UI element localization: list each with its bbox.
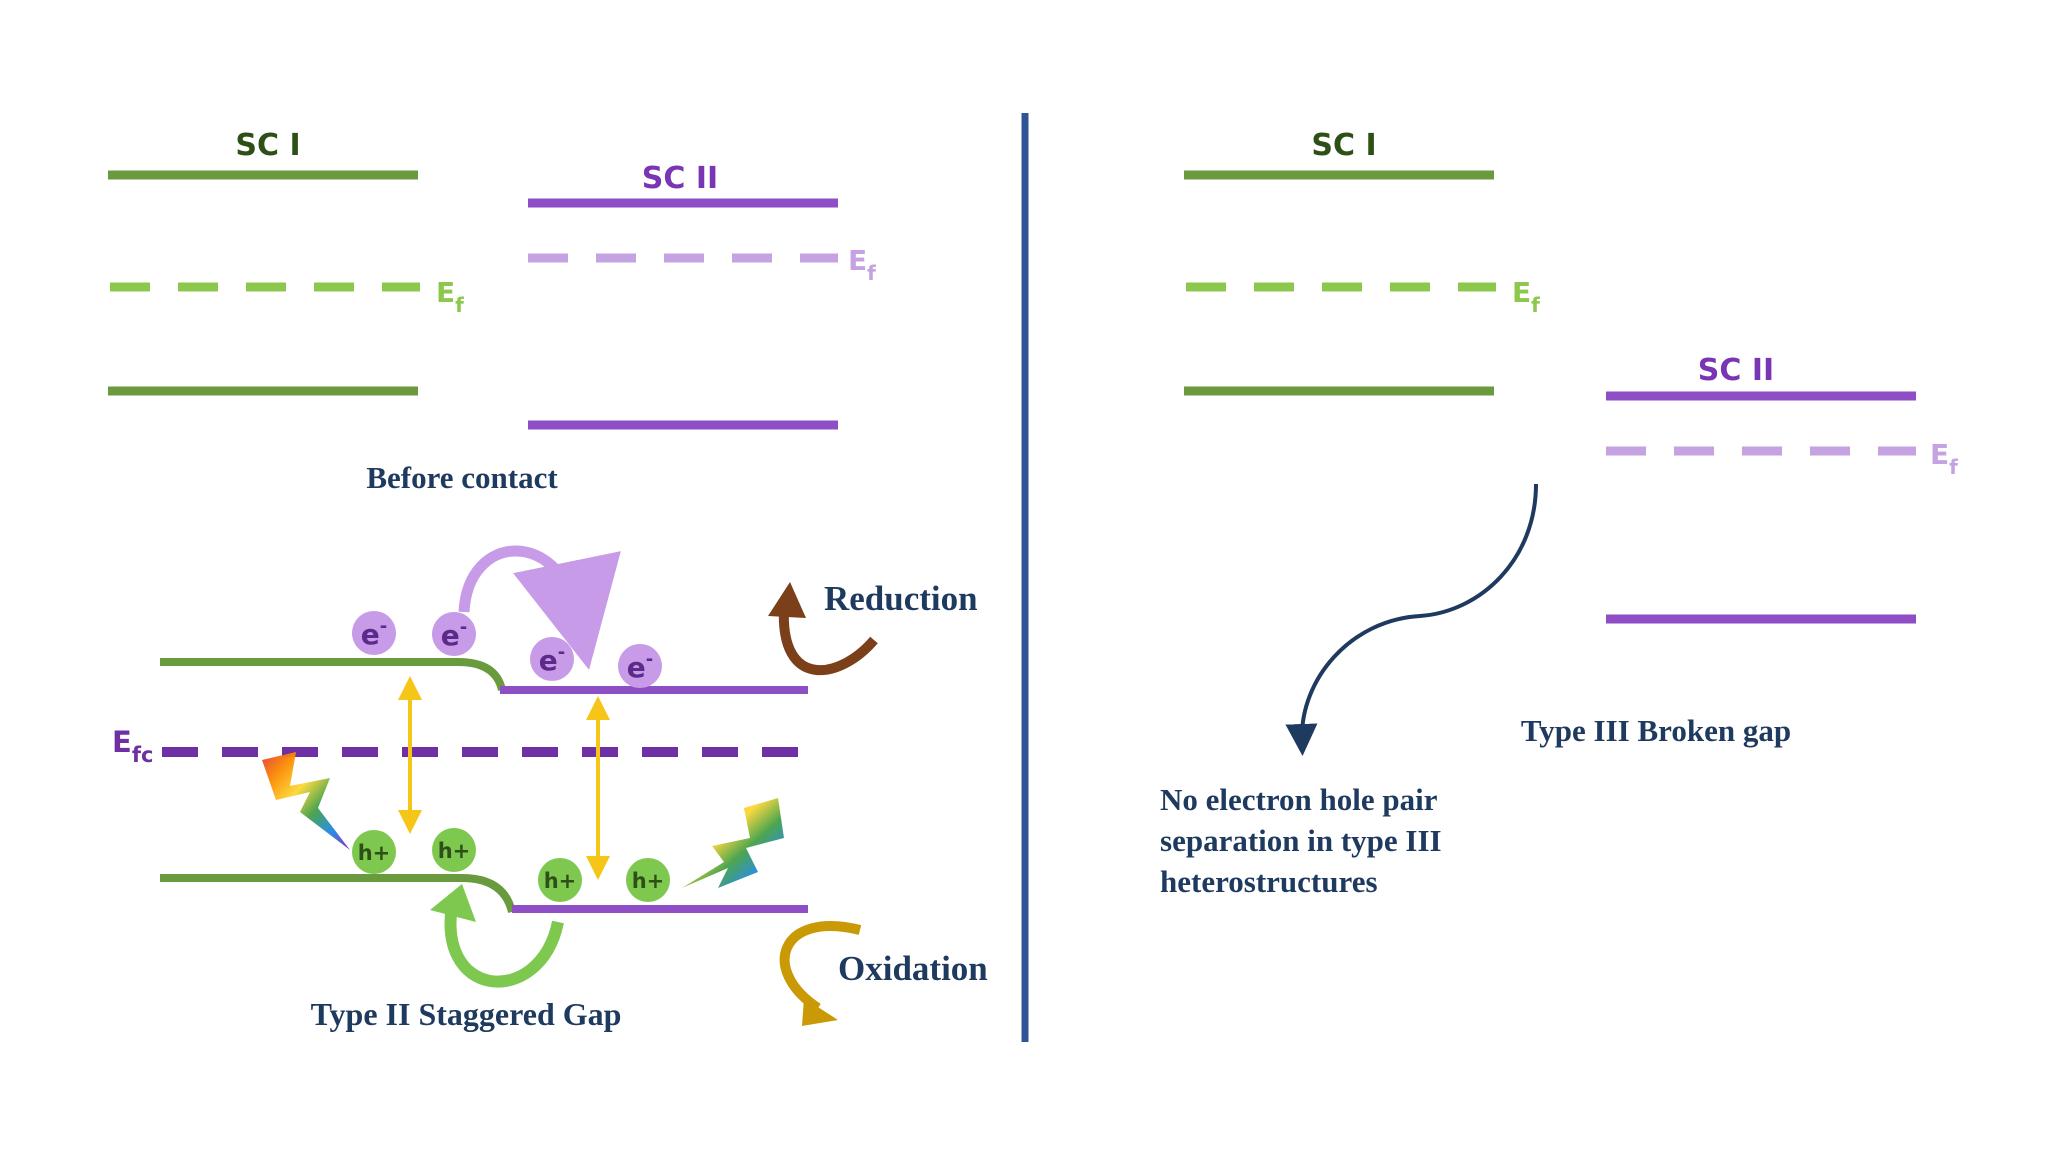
type2-diagram: Efc e- e- e- e- h+ bbox=[112, 545, 988, 1032]
sc1-valence-band-contact bbox=[160, 874, 516, 914]
hole-3: h+ bbox=[538, 858, 582, 902]
hole-1: h+ bbox=[352, 830, 396, 874]
no-separation-arrow bbox=[1285, 483, 1538, 756]
electron-3: e- bbox=[530, 637, 574, 681]
type3-note-line-2: separation in type III bbox=[1160, 823, 1442, 858]
svg-text:h+: h+ bbox=[632, 869, 665, 893]
type3-title: Type III Broken gap bbox=[1521, 713, 1791, 748]
before-contact-diagram: SC I Ef SC II Ef Before contact bbox=[108, 128, 876, 495]
reduction-label: Reduction bbox=[824, 579, 978, 618]
sc2-ef-label: Ef bbox=[848, 244, 876, 285]
electron-transfer-arrow bbox=[458, 545, 621, 670]
efc-label: Efc bbox=[112, 725, 153, 767]
hole-transfer-arrow bbox=[444, 894, 564, 988]
sc2-label-left: SC II bbox=[642, 161, 718, 196]
light-bolt-icon-right bbox=[682, 798, 784, 888]
type3-note-line-3: heterostructures bbox=[1160, 864, 1378, 899]
svg-text:e-: e- bbox=[441, 617, 467, 652]
svg-text:h+: h+ bbox=[544, 869, 577, 893]
type2-title: Type II Staggered Gap bbox=[311, 996, 622, 1032]
svg-text:h+: h+ bbox=[358, 841, 391, 865]
reduction-arrow bbox=[778, 607, 878, 676]
type3-note-line-1: No electron hole pair bbox=[1160, 782, 1438, 817]
hole-transfer-arrowhead bbox=[430, 884, 476, 922]
electron-1: e- bbox=[352, 611, 396, 655]
svg-text:e-: e- bbox=[627, 649, 653, 684]
hole-2: h+ bbox=[432, 828, 476, 872]
electron-2: e- bbox=[432, 612, 476, 656]
sc1-conduction-band-contact bbox=[160, 658, 506, 692]
sc1-label-right: SC I bbox=[1311, 128, 1376, 163]
sc1-ef-label: Ef bbox=[436, 276, 464, 317]
sc2-ef-label-right: Ef bbox=[1930, 438, 1958, 479]
sc2-label-right: SC II bbox=[1698, 353, 1774, 388]
electron-4: e- bbox=[618, 644, 662, 688]
oxidation-label: Oxidation bbox=[838, 949, 988, 988]
hole-4: h+ bbox=[626, 858, 670, 902]
sc1-label-left: SC I bbox=[235, 128, 300, 163]
oxidation-arrow bbox=[779, 921, 862, 1013]
reduction-arrowhead bbox=[768, 582, 806, 618]
light-bolt-icon-left bbox=[262, 752, 350, 850]
oxidation-arrowhead bbox=[802, 998, 838, 1026]
svg-text:e-: e- bbox=[361, 616, 387, 651]
svg-text:h+: h+ bbox=[438, 839, 471, 863]
type3-diagram: SC I Ef SC II Ef Type III Broken gap No … bbox=[1160, 128, 1958, 899]
type3-note: No electron hole pair separation in type… bbox=[1160, 782, 1449, 899]
before-contact-label: Before contact bbox=[366, 460, 558, 495]
sc1-ef-label-right: Ef bbox=[1512, 276, 1540, 317]
svg-text:e-: e- bbox=[539, 642, 565, 677]
